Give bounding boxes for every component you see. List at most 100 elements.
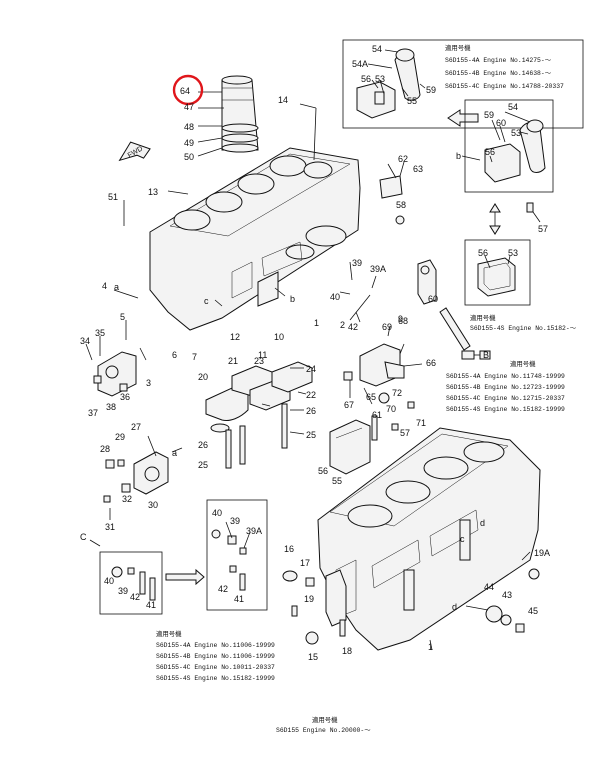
callout-50: 50	[184, 152, 194, 162]
callout-64: 64	[180, 86, 190, 96]
note-heading: 適用号機	[156, 629, 182, 638]
callout-56: 56	[478, 248, 488, 258]
cylinder-liner	[197, 75, 259, 157]
callout-39a: 39A	[370, 264, 386, 274]
callout-24: 24	[306, 364, 316, 374]
note-line: S6D155-4C Engine No.14788-20337	[445, 83, 564, 90]
note-line: S6D155 Engine No.20000-～	[276, 727, 371, 734]
callout-66: 66	[426, 358, 436, 368]
callout-26: 26	[198, 440, 208, 450]
callout-29: 29	[115, 432, 125, 442]
cylinder-block-lower	[317, 427, 541, 651]
callout-59: 59	[426, 85, 436, 95]
callout-30: 30	[148, 500, 158, 510]
callout-56: 56	[485, 147, 495, 157]
callout-a: a	[114, 282, 119, 292]
front-cover-parts	[103, 435, 183, 520]
callout-19: 19	[304, 594, 314, 604]
callout-40: 40	[104, 576, 114, 586]
callout-63: 63	[413, 164, 423, 174]
callout-60: 60	[428, 294, 438, 304]
callout-43: 43	[502, 590, 512, 600]
detail-c-small	[89, 539, 205, 615]
callout-32: 32	[122, 494, 132, 504]
callout-38: 38	[106, 402, 116, 412]
right-inset: 54 59 60 53 b 56	[456, 99, 554, 193]
callout-3: 3	[146, 378, 151, 388]
callout-72: 72	[392, 388, 402, 398]
callout-54: 54	[508, 102, 518, 112]
callout-4: 4	[102, 281, 107, 291]
callout-53: 53	[375, 74, 385, 84]
callout-9: 9	[398, 314, 403, 324]
callout-18: 18	[342, 646, 352, 656]
top-inset: 54 54A 56 53 59 55 適用号機 S6D155-4A Engine…	[342, 39, 584, 129]
note-heading: 適用号機	[312, 715, 338, 724]
note-line: S6D155-4C Engine No.12715-20337	[446, 395, 565, 402]
callout-5: 5	[120, 312, 125, 322]
callout-27: 27	[131, 422, 141, 432]
note-line: S6D155-4B Engine No.14638-～	[445, 70, 552, 77]
callout-39: 39	[352, 258, 362, 268]
callout-39: 39	[230, 516, 240, 526]
callout-10: 10	[274, 332, 284, 342]
callout-59: 59	[484, 110, 494, 120]
callout-57: 57	[400, 428, 410, 438]
right-side-parts	[329, 161, 471, 475]
callout-25: 25	[306, 430, 316, 440]
callout-1: 1	[314, 318, 319, 328]
callout-54: 54	[372, 44, 382, 54]
callout-40: 40	[330, 292, 340, 302]
note-heading: 適用号機	[470, 313, 496, 322]
callout-1: 1	[428, 642, 433, 652]
callout-41: 41	[234, 594, 244, 604]
callout-40: 40	[212, 508, 222, 518]
callout-45: 45	[528, 606, 538, 616]
callout-2: 2	[340, 320, 345, 330]
callout-37: 37	[88, 408, 98, 418]
main-bearing-caps	[205, 361, 313, 469]
callout-51: 51	[108, 192, 118, 202]
callout-16: 16	[284, 544, 294, 554]
callout-17: 17	[300, 558, 310, 568]
callout-56: 56	[361, 74, 371, 84]
callout-d: d	[452, 602, 457, 612]
callout-56: 56	[318, 466, 328, 476]
note-line: S6D155-4A Engine No.11006-19999	[156, 642, 275, 649]
callout-42: 42	[130, 592, 140, 602]
callout-47: 47	[184, 102, 194, 112]
callout-42: 42	[348, 322, 358, 332]
callout-55: 55	[332, 476, 342, 486]
callout-20: 20	[198, 372, 208, 382]
callout-28: 28	[100, 444, 110, 454]
callout-58: 58	[396, 200, 406, 210]
note-heading: 適用号機	[445, 43, 471, 52]
callout-53: 53	[508, 248, 518, 258]
note-heading: 適用号機	[510, 359, 536, 368]
callout-54a: 54A	[352, 59, 368, 69]
note-line: S6D155-4A Engine No.11748-19999	[446, 373, 565, 380]
callout-d: d	[480, 518, 485, 528]
callout-25: 25	[198, 460, 208, 470]
left-cover	[85, 320, 147, 397]
gasket-inset: 56 53	[464, 239, 531, 306]
note-line: S6D155-4B Engine No.11006-19999	[156, 653, 275, 660]
callout-55: 55	[407, 96, 417, 106]
callout-41: 41	[146, 600, 156, 610]
note-line: S6D155-4C Engine No.10011-20337	[156, 664, 275, 671]
callout-53: 53	[511, 128, 521, 138]
callout-36: 36	[120, 392, 130, 402]
callout-70: 70	[386, 404, 396, 414]
note-line: S6D155-4S Engine No.15182-19999	[156, 675, 275, 682]
front-arrow: FWD	[118, 141, 151, 162]
callout-19a: 19A	[534, 548, 550, 558]
callout-31: 31	[105, 522, 115, 532]
callout-69: 69	[382, 322, 392, 332]
callout-15: 15	[308, 652, 318, 662]
cylinder-block-upper	[113, 103, 371, 331]
note-line: S6D155-4S Engine No.15182-～	[470, 325, 577, 332]
callout-42: 42	[218, 584, 228, 594]
callout-7: 7	[192, 352, 197, 362]
detail-b: B	[461, 350, 491, 360]
